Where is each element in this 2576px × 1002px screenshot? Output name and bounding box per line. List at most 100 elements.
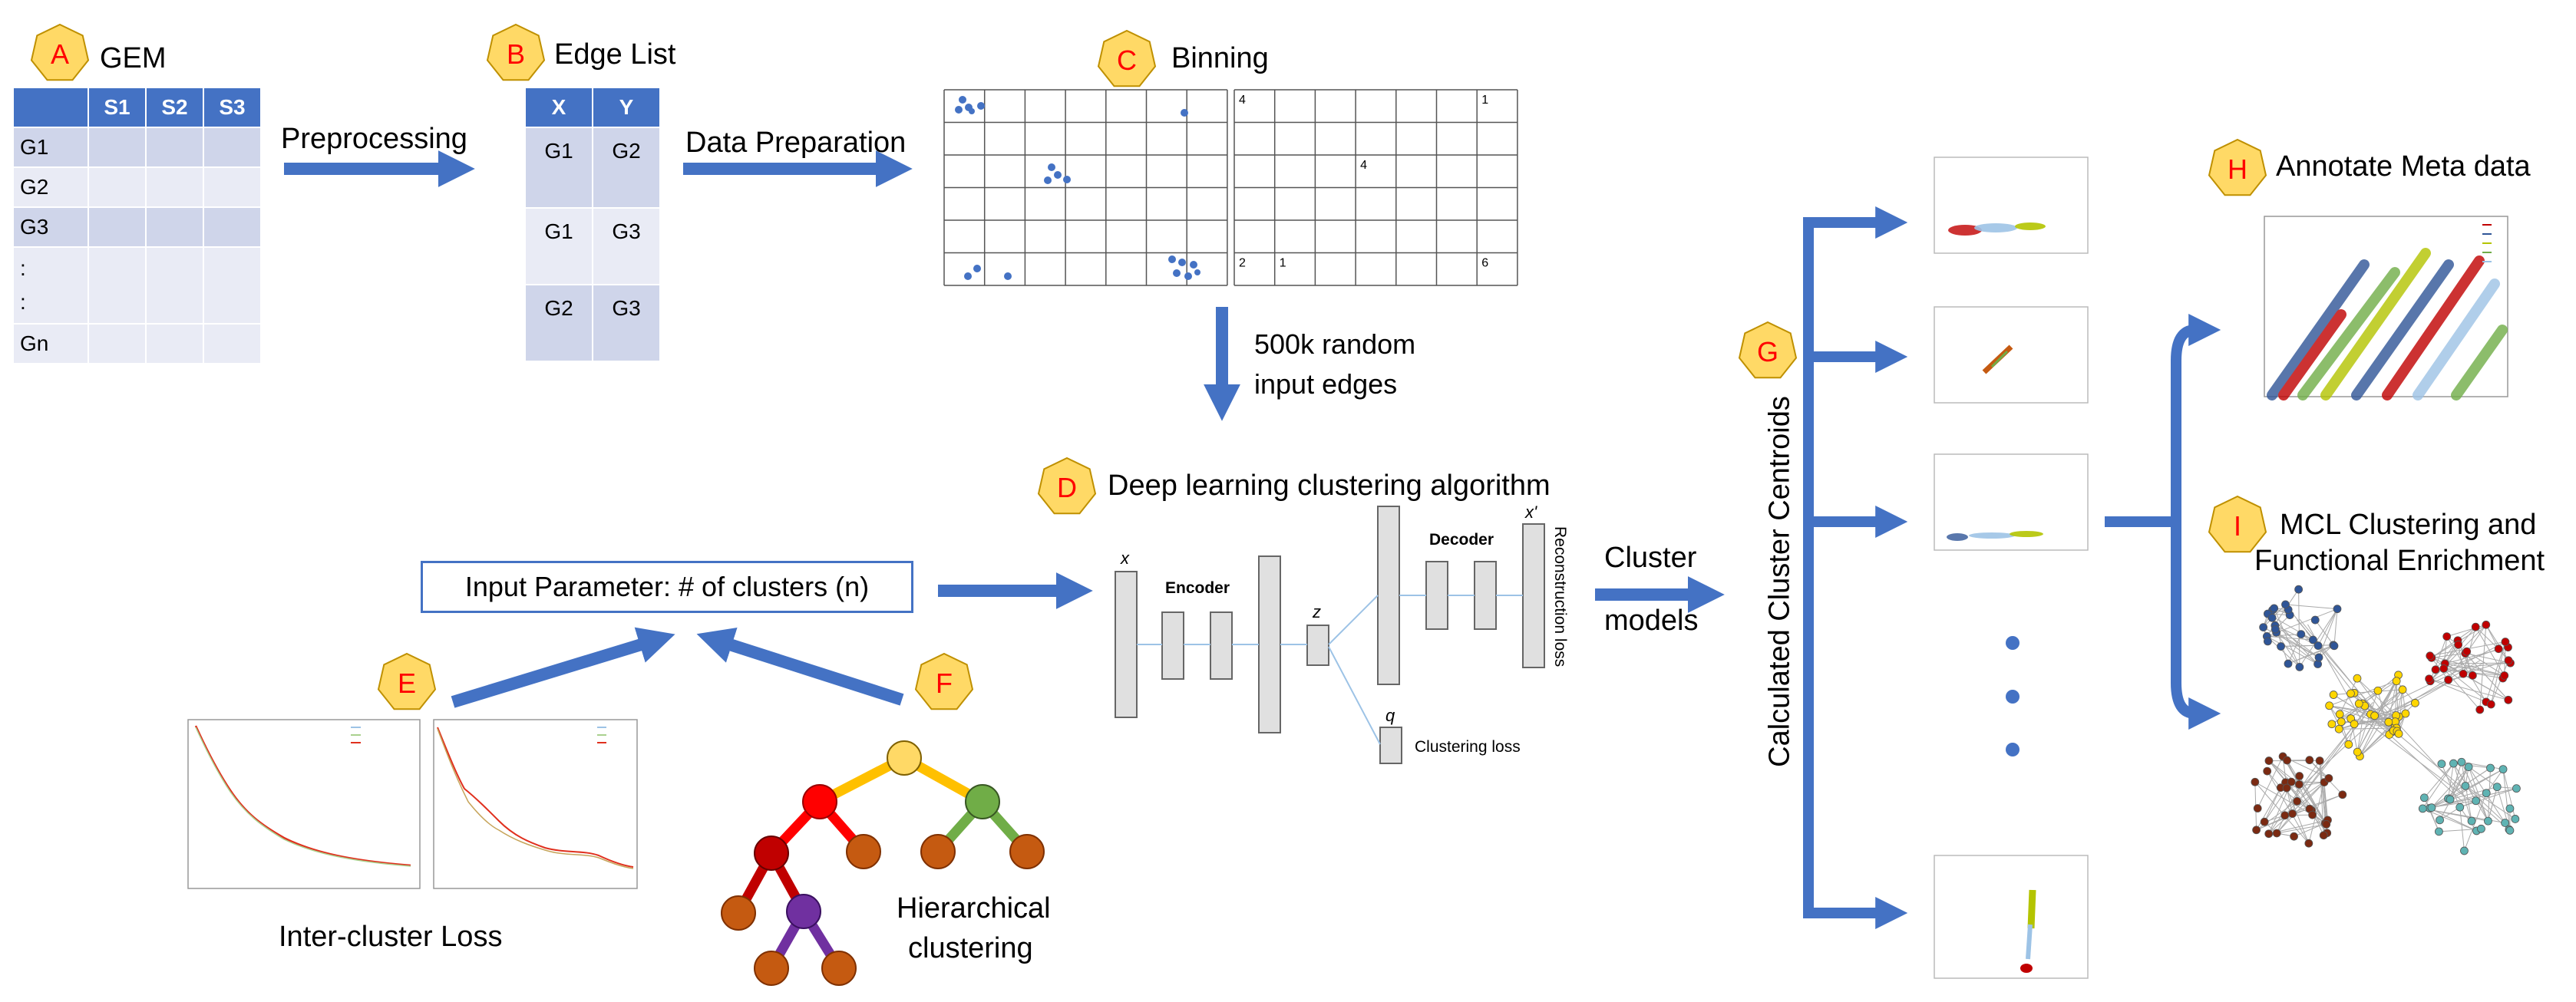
gem-value-cell [203,127,262,168]
random-edges-label-1: 500k random [1254,328,1416,360]
mcl-title-2: Functional Enrichment [2254,545,2545,577]
gem-row: G1 [12,127,262,168]
gem-header-row: S1 S2 S3 [12,87,262,128]
annotation-legend [2482,224,2492,262]
decoder-layer-2 [1425,561,1448,630]
mcl-cluster [2251,752,2347,848]
random-edges-label-2: input edges [1254,368,1398,400]
inter-cluster-loss-label: Inter-cluster Loss [279,921,503,953]
bin-count: 4 [1360,159,1367,172]
gem-value-cell [88,323,147,364]
gem-row: Gn [12,323,262,364]
gem-gene-cell: G3 [12,206,89,248]
annotate-title: Annotate Meta data [2276,150,2531,183]
edge-cell: G2 [524,284,593,362]
bin-count: 1 [1280,257,1286,270]
gem-value-cell [145,206,204,248]
gem-row: :: [12,246,262,325]
cluster-models-label-2: models [1604,605,1699,637]
edge-header-cell: Y [592,87,661,128]
hierarchical-label-1: Hierarchical [897,892,1051,925]
gem-value-cell [145,323,204,364]
encoder-layer-2 [1210,611,1233,680]
edge-cell: G2 [592,127,661,209]
gem-row: G3 [12,206,262,248]
q-label: q [1385,706,1395,725]
gem-gene-cell: :: [12,246,89,325]
gem-header-cell: S2 [145,87,204,128]
gem-gene-cell: G1 [12,127,89,168]
decoder-label: Decoder [1429,531,1494,549]
legend-right [597,727,606,743]
clustering-loss-label: Clustering loss [1415,738,1521,756]
edge-cell: G3 [592,207,661,285]
input-parameter-label: Input Parameter: # of clusters (n) [464,571,870,602]
z-label: z [1312,602,1321,621]
encoder-layer-1 [1161,611,1184,680]
gem-header-cell: S3 [203,87,262,128]
gem-value-cell [203,206,262,248]
bin-count: 6 [1481,257,1488,270]
gem-header-cell: S1 [88,87,147,128]
encoder-label: Encoder [1165,579,1230,597]
gem-gene-label: : [20,256,26,280]
cluster-models-label-1: Cluster [1604,542,1697,574]
mcl-title-1: MCL Clustering and [2280,509,2537,541]
edge-cell: G1 [524,127,593,209]
bin-count: 2 [1239,257,1246,270]
centroid-plot-1-points [1948,222,2046,236]
bin-count: 1 [1481,94,1488,107]
gem-value-cell [88,127,147,168]
dl-title: Deep learning clustering algorithm [1108,470,1551,502]
x-label: x [1120,549,1130,568]
gem-value-cell [88,246,147,325]
edge-header-row: X Y [524,87,661,128]
edge-cell: G3 [592,284,661,362]
legend-left [351,727,361,743]
clustering-layer [1379,727,1402,764]
gem-gene-label: : [20,290,26,314]
input-parameter-box[interactable]: Input Parameter: # of clusters (n) [421,561,913,613]
arrow-f-to-input [696,628,904,706]
encoder-layer-3 [1258,555,1281,733]
mcl-cluster [2425,620,2515,714]
gem-value-cell [203,166,262,208]
mcl-cluster [2418,757,2521,855]
centroid-plot-4-points [2020,889,2036,973]
gem-title: GEM [100,42,167,74]
gem-value-cell [145,166,204,208]
centroid-plot-3-points [1947,531,2043,541]
gem-value-cell [88,166,147,208]
output-layer [1522,523,1545,668]
gem-value-cell [88,206,147,248]
gem-gene-cell: G2 [12,166,89,208]
gem-value-cell [145,127,204,168]
mcl-cluster [2259,585,2342,671]
bin-count: 4 [1239,94,1246,107]
gem-gene-cell: Gn [12,323,89,364]
edge-cell: G1 [524,207,593,285]
gem-header-cell [12,87,89,128]
ellipsis-dots [2006,636,2020,756]
data-preparation-label: Data Preparation [685,127,907,159]
binning-grid-points [943,89,1228,286]
tree-root-node [887,740,922,776]
gem-value-cell [203,323,262,364]
binning-points [955,96,1200,280]
centroid-plot-2-points [1982,344,2013,374]
preprocessing-label: Preprocessing [281,123,467,155]
gem-value-cell [145,246,204,325]
binning-grid-counts [1234,89,1518,286]
edge-list-title: Edge List [554,38,676,71]
